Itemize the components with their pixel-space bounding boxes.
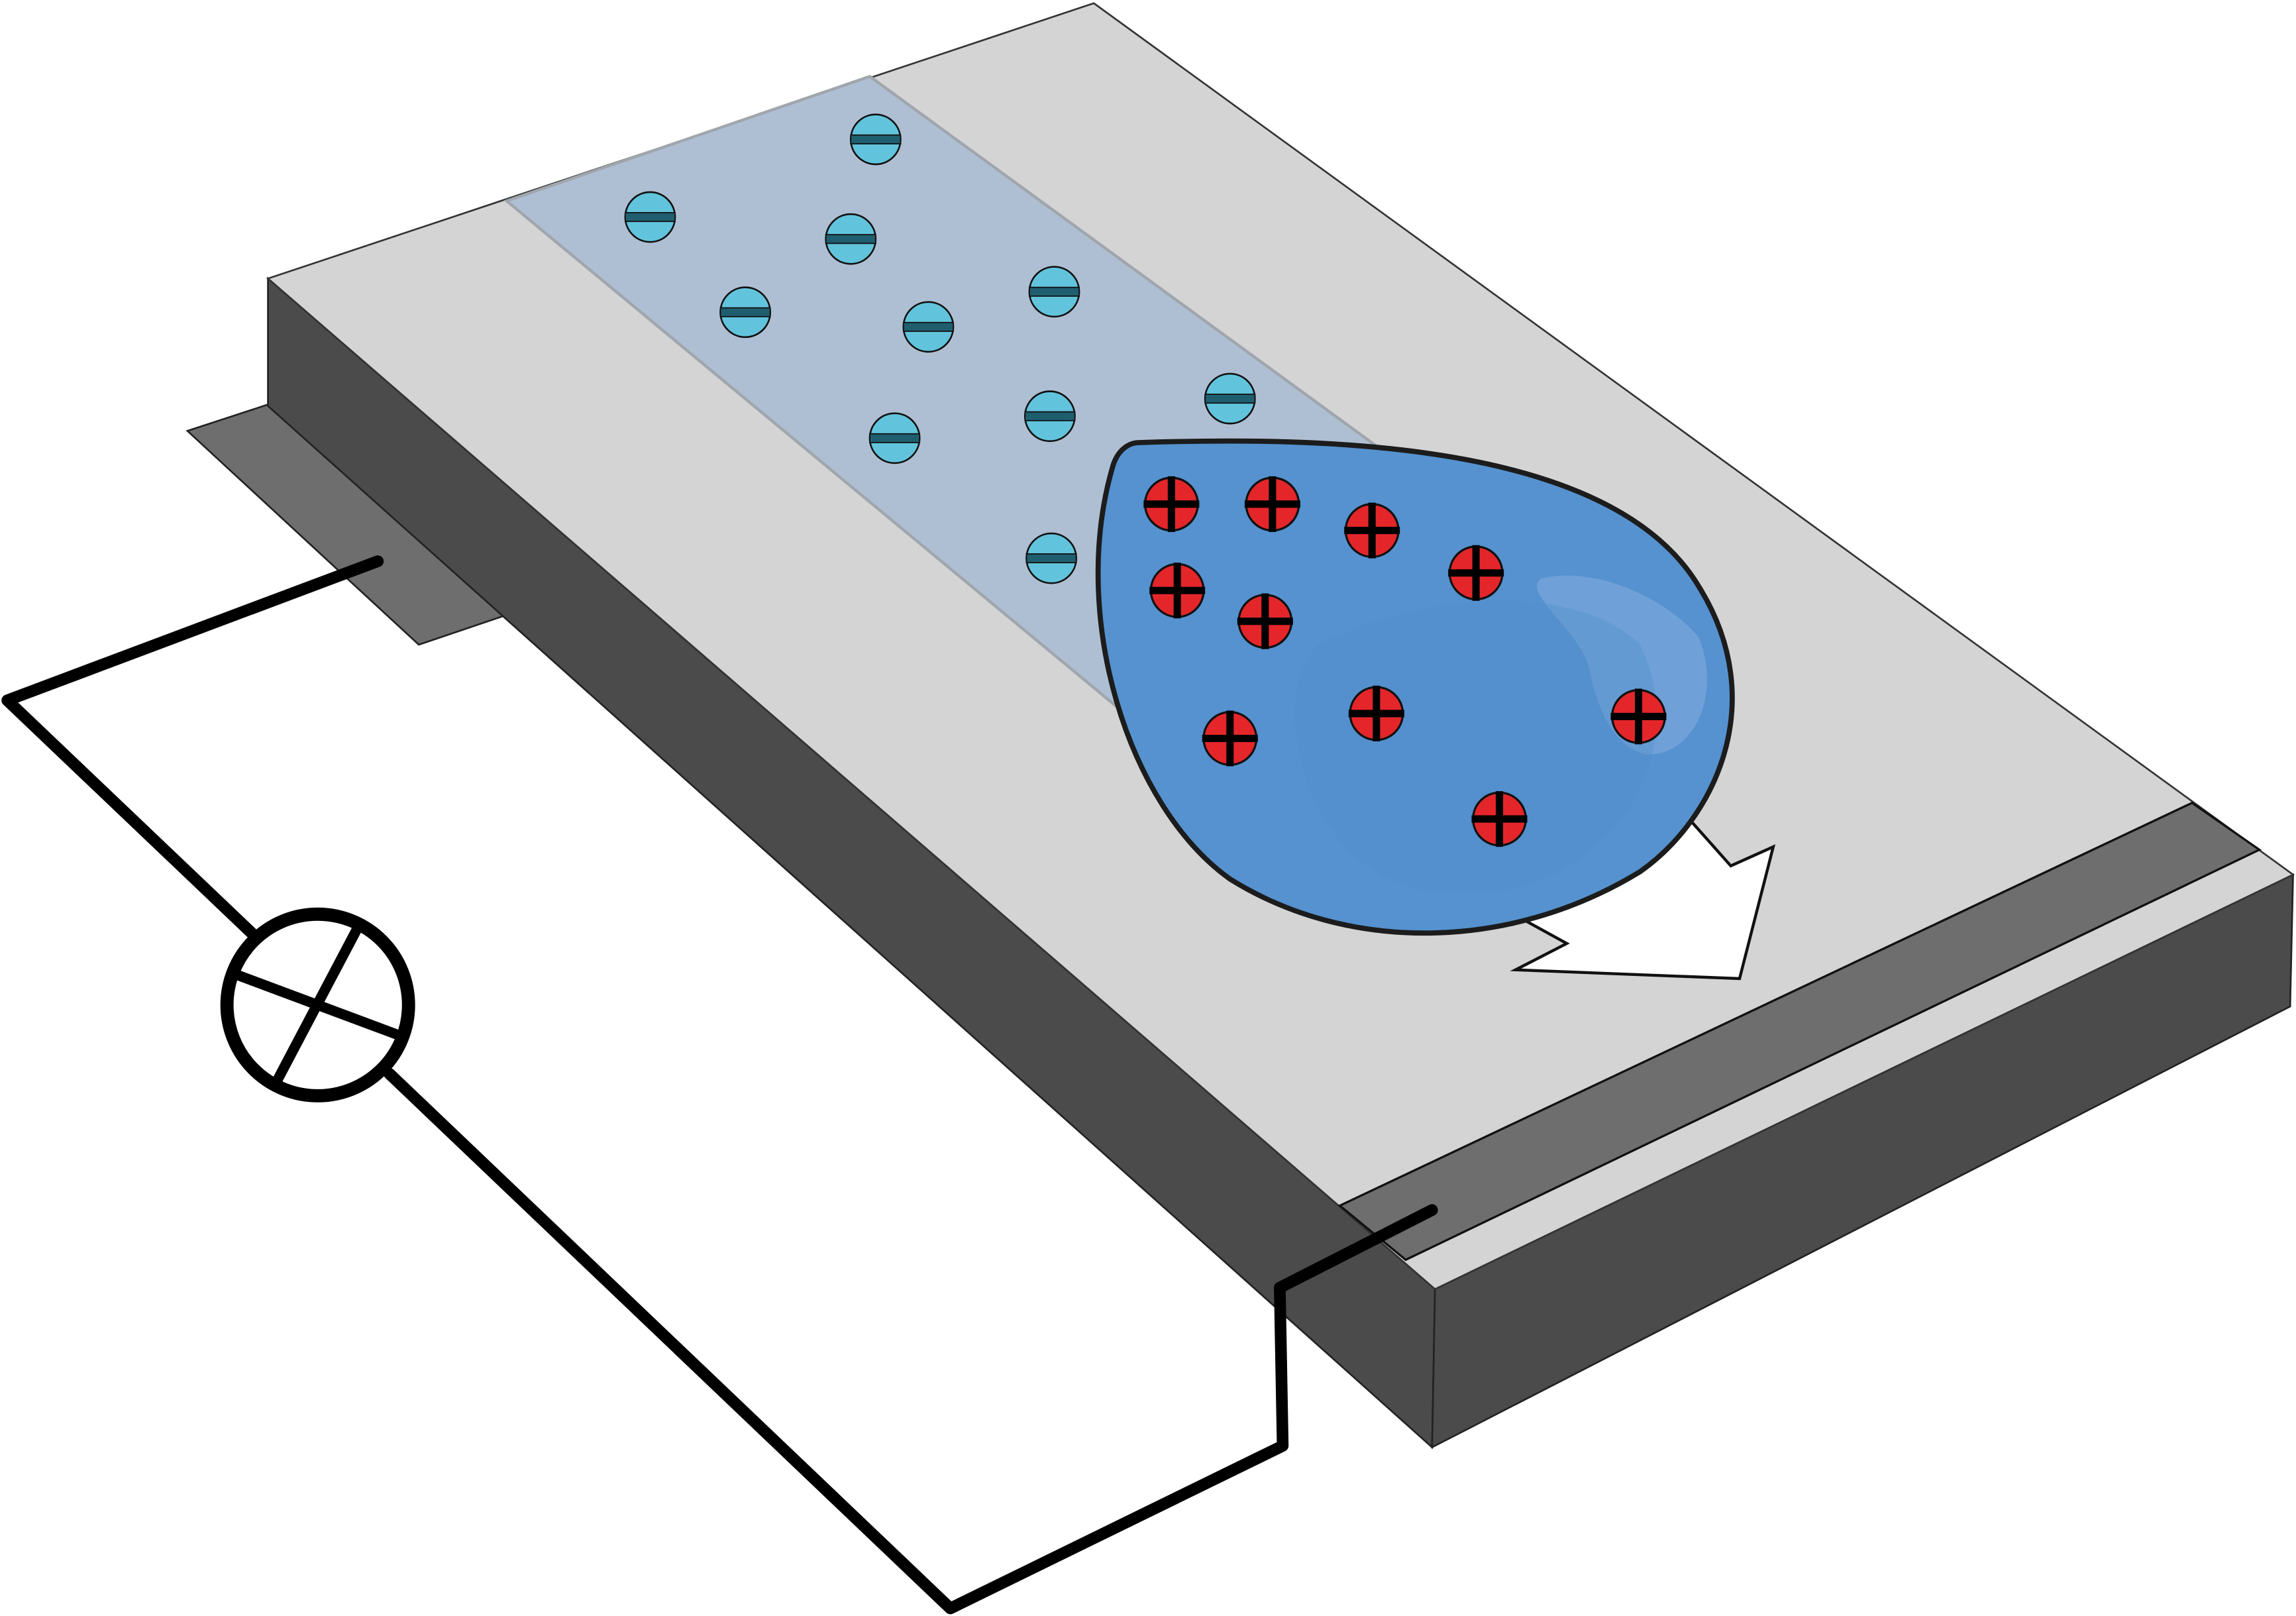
wire-left xyxy=(1,555,384,940)
lamp-icon xyxy=(220,907,415,1103)
positive-charge-icon xyxy=(1610,688,1667,745)
negative-charge-icon xyxy=(719,286,772,339)
positive-charge-icon xyxy=(1149,563,1206,619)
wire-right xyxy=(384,1067,1438,1615)
negative-charge-icon xyxy=(1025,532,1078,584)
negative-charge-icon xyxy=(902,301,955,353)
positive-charge-icon xyxy=(1202,710,1258,767)
motion-arrow-icon xyxy=(1505,811,1776,981)
negative-charge-icon xyxy=(849,113,902,166)
positive-charge-icon xyxy=(1348,685,1404,741)
positive-charge-icon xyxy=(1244,476,1300,532)
positive-charge-icon xyxy=(1471,791,1528,847)
negative-charges xyxy=(624,113,1256,584)
positive-charge-icon xyxy=(1143,476,1200,532)
negative-charge-icon xyxy=(1028,266,1080,318)
positive-charges xyxy=(1143,476,1667,847)
negative-charge-icon xyxy=(1023,390,1076,443)
right-electrode xyxy=(1337,801,2262,1262)
droplet-inner-shade xyxy=(1294,600,1657,894)
negative-charge-icon xyxy=(1204,372,1256,425)
positive-charge-icon xyxy=(1448,545,1504,601)
negative-charge-icon xyxy=(825,213,877,265)
positive-charge-icon xyxy=(1237,593,1293,649)
positive-charge-icon xyxy=(1344,502,1400,559)
water-droplet xyxy=(1095,438,1735,936)
negative-charge-icon xyxy=(868,412,921,464)
negative-charge-icon xyxy=(624,191,676,243)
